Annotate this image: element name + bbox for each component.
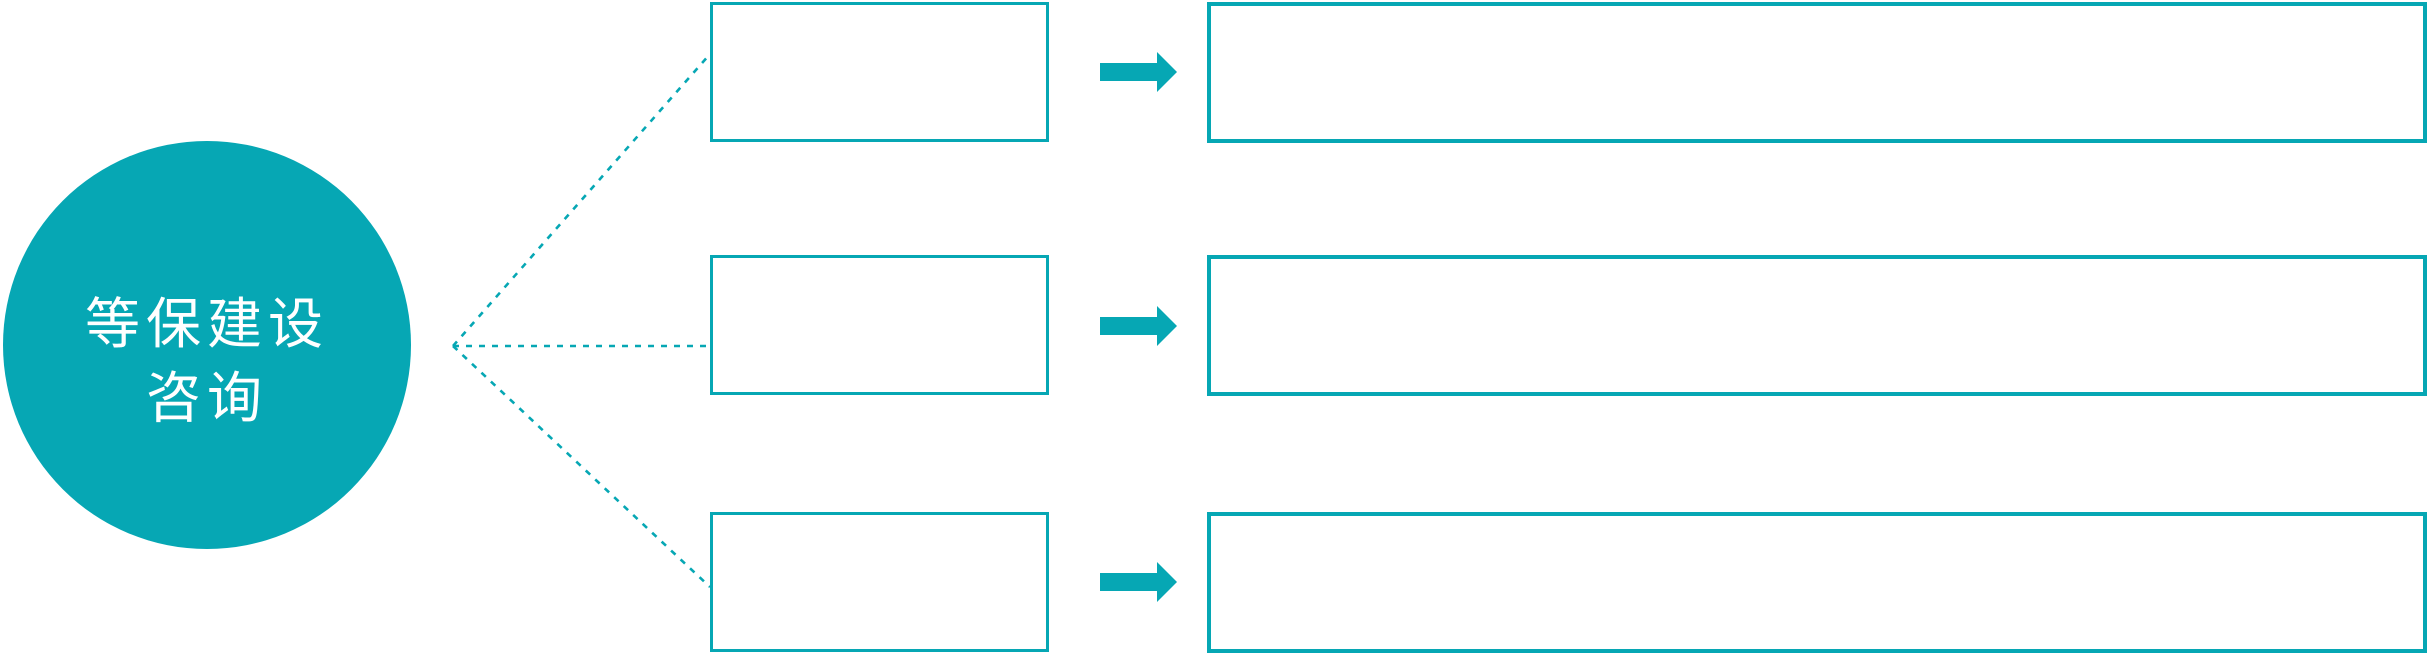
topic-circle: 等保建设 咨询 — [3, 141, 411, 549]
category-box-1-label — [713, 5, 1046, 139]
detail-box-2-label — [1211, 259, 2423, 392]
category-box-3 — [710, 512, 1049, 652]
topic-line-2: 咨询 — [145, 367, 268, 429]
detail-box-1 — [1207, 2, 2427, 143]
topic-line-1: 等保建设 — [84, 293, 329, 355]
category-box-2-label — [713, 258, 1046, 392]
category-box-3-label — [713, 515, 1046, 649]
category-box-2 — [710, 255, 1049, 395]
detail-box-3-label — [1211, 516, 2423, 649]
dashed-connector-top — [452, 53, 711, 347]
detail-box-1-label — [1211, 6, 2423, 139]
detail-box-3 — [1207, 512, 2427, 653]
right-arrow-icon-2 — [1100, 306, 1177, 346]
detail-box-2 — [1207, 255, 2427, 396]
right-arrow-icon-1 — [1100, 52, 1177, 92]
right-arrow-icon-3 — [1100, 562, 1177, 602]
category-box-1 — [710, 2, 1049, 142]
dashed-connector-bottom — [452, 345, 711, 588]
